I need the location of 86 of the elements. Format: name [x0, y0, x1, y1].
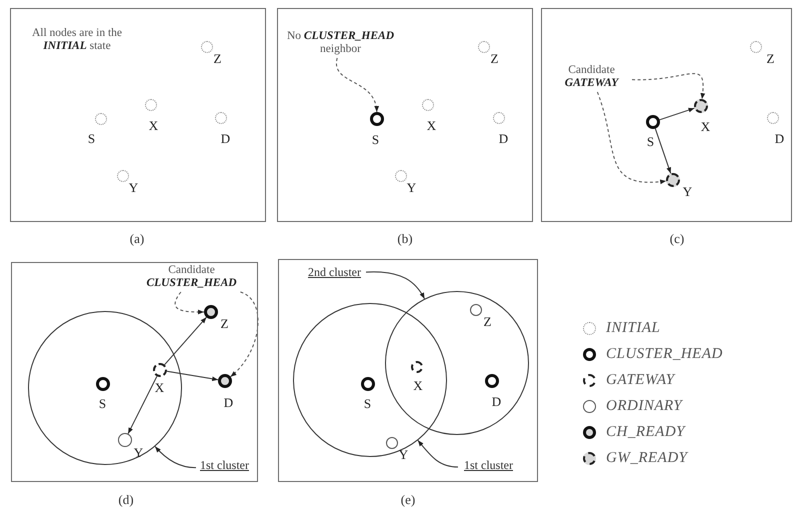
annotation-text: Candidate GATEWAY: [552, 64, 632, 90]
panel-caption: (c): [668, 231, 686, 247]
sensor-node: [646, 114, 660, 128]
sensor-node: [766, 112, 778, 124]
cluster-label: 1st cluster: [196, 458, 254, 472]
panel-caption: (e): [400, 492, 416, 508]
sensor-node: [204, 304, 218, 318]
arrow: [166, 370, 219, 382]
node-letter: X: [148, 118, 160, 132]
dashed-arrow: [174, 292, 204, 314]
sensor-node: [750, 40, 762, 52]
node-letter: S: [98, 396, 108, 410]
sensor-node: [492, 112, 504, 124]
node-letter: X: [154, 380, 166, 394]
sensor-node: [694, 98, 708, 112]
panel-frame: [277, 8, 533, 222]
sensor-node: [411, 361, 423, 373]
node-letter: X: [700, 118, 712, 134]
sensor-node: [370, 112, 384, 126]
sensor-node: [214, 112, 226, 124]
legend-label: GATEWAY: [606, 372, 675, 389]
cluster-label: 1st cluster: [458, 458, 520, 472]
node-letter: S: [86, 130, 96, 146]
panel-frame: [10, 8, 266, 222]
annotation-text: All nodes are in the INITIAL state: [30, 27, 124, 53]
panel-caption: (b): [396, 231, 414, 247]
node-letter: D: [220, 130, 232, 146]
sensor-node: [470, 304, 482, 316]
arrow: [154, 446, 196, 468]
sensor-node: [484, 374, 498, 388]
sensor-node: [118, 432, 132, 446]
panel-frame: [541, 8, 792, 222]
sensor-node: [478, 40, 490, 52]
panel-caption: (a): [128, 231, 146, 247]
legend-label: ORDINARY: [606, 398, 682, 415]
node-letter: S: [646, 134, 656, 148]
node-letter: Z: [490, 50, 500, 66]
node-letter: Z: [212, 50, 222, 66]
node-letter: Y: [132, 444, 144, 460]
sensor-node: [360, 376, 374, 390]
dashed-arrow: [230, 292, 258, 378]
legend-label: GW_READY: [606, 450, 688, 467]
panel-frame: [278, 259, 538, 482]
legend-label: CH_READY: [606, 424, 685, 441]
node-letter: D: [498, 130, 510, 146]
node-letter: Z: [220, 316, 230, 330]
sensor-node: [152, 362, 166, 376]
sensor-node: [422, 98, 434, 110]
node-letter: D: [490, 394, 502, 408]
sensor-node: [116, 170, 128, 182]
node-letter: X: [426, 118, 438, 132]
arrow: [654, 128, 672, 174]
node-letter: S: [370, 132, 380, 146]
node-letter: Y: [398, 446, 410, 462]
dashed-arrow: [336, 58, 378, 112]
cluster-range-circle: [28, 310, 182, 464]
dashed-arrow: [596, 92, 667, 184]
annotation-text: Candidate CLUSTER_HEAD: [142, 264, 242, 290]
arrow: [417, 440, 458, 468]
node-letter: D: [222, 394, 234, 410]
node-letter: Y: [682, 184, 694, 198]
arrow: [659, 108, 695, 120]
sensor-node: [144, 98, 156, 110]
arrow: [128, 376, 158, 434]
sensor-node: [94, 112, 106, 124]
panel-caption: (d): [117, 492, 135, 508]
sensor-node: [386, 436, 398, 448]
node-letter: Y: [406, 180, 418, 194]
panel-frame: [11, 262, 258, 482]
node-letter: Z: [766, 50, 776, 66]
node-letter: Y: [128, 180, 140, 194]
node-letter: S: [362, 396, 372, 410]
node-letter: X: [412, 378, 424, 393]
sensor-node: [394, 170, 406, 182]
node-letter: D: [774, 130, 786, 146]
node-letter: Z: [482, 314, 492, 328]
legend-label: INITIAL: [606, 320, 660, 337]
arrow: [164, 316, 207, 366]
sensor-node: [200, 40, 212, 52]
sensor-node: [96, 376, 110, 390]
annotation-text: No CLUSTER_HEAD neighbor: [280, 30, 400, 56]
legend-label: CLUSTER_HEAD: [606, 346, 723, 363]
dashed-arrow: [632, 73, 705, 100]
sensor-node: [218, 374, 232, 388]
sensor-node: [666, 172, 680, 186]
cluster-label: 2nd cluster: [304, 266, 366, 278]
